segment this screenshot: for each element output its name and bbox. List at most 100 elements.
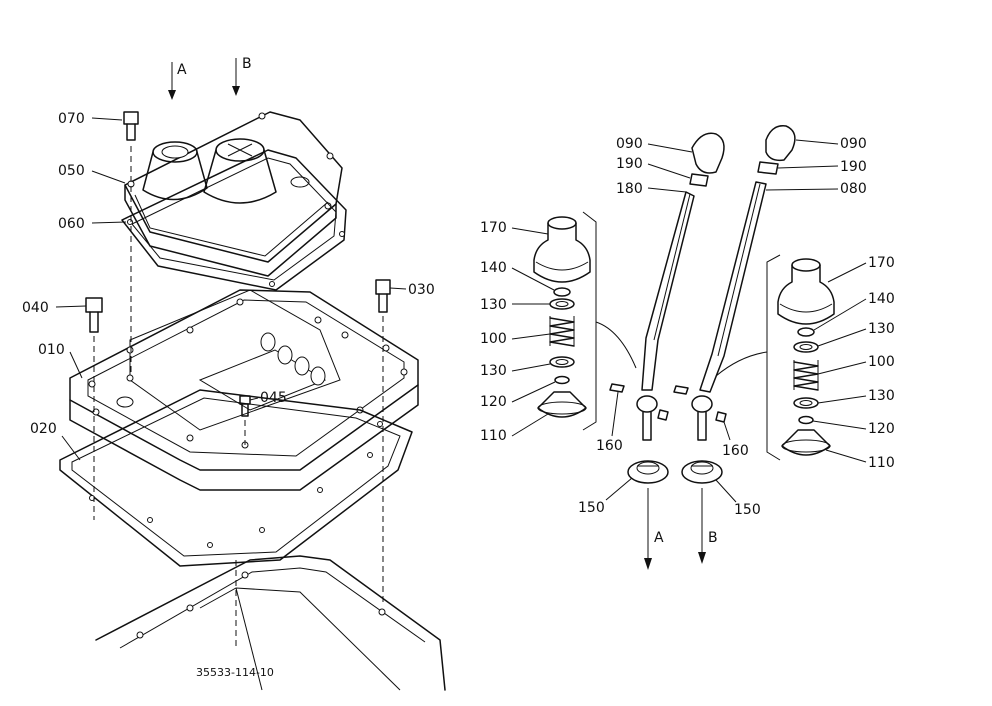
callout-120-right-label: 120 <box>868 421 895 437</box>
callout-180-label: 180 <box>616 181 643 197</box>
callout-130-left-bottom-label: 130 <box>480 363 507 379</box>
callout-090-right: 090 <box>795 136 867 152</box>
nut-190-right <box>757 161 779 175</box>
callout-140-left: 140 <box>480 260 555 291</box>
callout-130-left-top: 130 <box>480 297 550 313</box>
callout-100-right: 100 <box>817 354 895 375</box>
boot-170-right <box>777 258 835 325</box>
arrow-b-bottom-label: B <box>708 530 718 546</box>
callout-100-left-label: 100 <box>480 331 507 347</box>
arrow-a-bottom: A <box>644 488 664 570</box>
callout-070: 070 <box>58 111 123 127</box>
arrow-a-top-label: A <box>177 62 187 78</box>
drawing-number: 35533-114-10 <box>196 666 274 679</box>
callout-070-label: 070 <box>58 111 85 127</box>
callout-010-label: 010 <box>38 342 65 358</box>
callout-140-right: 140 <box>813 291 895 331</box>
seat-110-left <box>537 391 587 418</box>
washer-130-right-top <box>793 341 819 353</box>
callout-150-left: 150 <box>578 477 633 516</box>
callout-090-right-label: 090 <box>840 136 867 152</box>
washer-140-left <box>553 287 571 297</box>
callout-040: 040 <box>22 300 87 316</box>
gasket-060 <box>121 149 347 291</box>
callout-190-right: 190 <box>777 159 867 175</box>
callout-060-label: 060 <box>58 216 85 232</box>
washer-130-left-top <box>549 298 575 310</box>
lever-080 <box>691 181 767 441</box>
bolt-045 <box>239 395 251 417</box>
callout-040-label: 040 <box>22 300 49 316</box>
knob-090-right <box>765 125 796 162</box>
callout-020: 020 <box>30 421 81 461</box>
bolt-040 <box>85 297 103 333</box>
holder-150-left <box>627 460 669 484</box>
bolt-070 <box>123 111 139 141</box>
callout-170-right: 170 <box>827 255 895 283</box>
callout-100-right-label: 100 <box>868 354 895 370</box>
spring-100-right <box>793 360 819 391</box>
callout-030: 030 <box>389 282 435 298</box>
callout-130-left-top-label: 130 <box>480 297 507 313</box>
callout-030-label: 030 <box>408 282 435 298</box>
callout-010: 010 <box>38 342 83 379</box>
callout-110-left: 110 <box>480 413 549 444</box>
seat-110-right <box>781 429 831 456</box>
lever-180 <box>636 191 695 441</box>
washer-140-right <box>797 327 815 337</box>
ring-120-right <box>798 415 814 425</box>
callout-180: 180 <box>616 181 687 197</box>
callout-120-right: 120 <box>812 420 895 437</box>
holder-150-right <box>681 460 723 484</box>
callout-080: 080 <box>765 181 867 197</box>
callout-090-left: 090 <box>616 136 693 153</box>
knob-090-left <box>691 132 725 174</box>
callout-150-right-label: 150 <box>734 502 761 518</box>
callout-170-left: 170 <box>480 220 549 236</box>
callout-080-label: 080 <box>840 181 867 197</box>
bracket-left-link <box>595 321 637 369</box>
callout-170-right-label: 170 <box>868 255 895 271</box>
callout-050: 050 <box>58 163 126 184</box>
gasket-020 <box>59 389 413 567</box>
arrow-b-top-label: B <box>242 56 252 72</box>
callout-060: 060 <box>58 216 127 232</box>
ring-120-left <box>554 375 570 385</box>
bracket-right-link <box>715 351 768 377</box>
callout-160-right-label: 160 <box>722 443 749 459</box>
callout-160-right: 160 <box>722 421 749 459</box>
callout-045-label: 045 <box>260 390 287 406</box>
callout-140-right-label: 140 <box>868 291 895 307</box>
callout-190-right-label: 190 <box>840 159 867 175</box>
callout-160-left: 160 <box>596 391 623 454</box>
case-010 <box>69 289 419 491</box>
callout-150-right: 150 <box>715 479 761 518</box>
callout-050-label: 050 <box>58 163 85 179</box>
callout-090-left-label: 090 <box>616 136 643 152</box>
callout-020-label: 020 <box>30 421 57 437</box>
callout-190-left-label: 190 <box>616 156 643 172</box>
callout-140-left-label: 140 <box>480 260 507 276</box>
callout-130-right-bottom-label: 130 <box>868 388 895 404</box>
bracket-left <box>582 211 597 431</box>
callout-170-left-label: 170 <box>480 220 507 236</box>
spring-100-left <box>549 316 575 347</box>
callout-150-left-label: 150 <box>578 500 605 516</box>
arrow-a-bottom-label: A <box>654 530 664 546</box>
arrow-a-top: A <box>168 62 187 100</box>
washer-130-left-bottom <box>549 356 575 368</box>
callout-190-left: 190 <box>616 156 691 179</box>
alignment-lines <box>93 146 384 650</box>
bracket-right <box>766 254 781 461</box>
callout-120-left: 120 <box>480 381 556 410</box>
callout-110-right-label: 110 <box>868 455 895 471</box>
callout-160-left-label: 160 <box>596 438 623 454</box>
callout-120-left-label: 120 <box>480 394 507 410</box>
boot-170-left <box>533 216 591 283</box>
bolt-030 <box>375 279 391 313</box>
callout-130-left-bottom: 130 <box>480 363 551 379</box>
callout-100-left: 100 <box>480 331 551 347</box>
callout-130-right-top-label: 130 <box>868 321 895 337</box>
arrow-b-top: B <box>232 56 252 96</box>
